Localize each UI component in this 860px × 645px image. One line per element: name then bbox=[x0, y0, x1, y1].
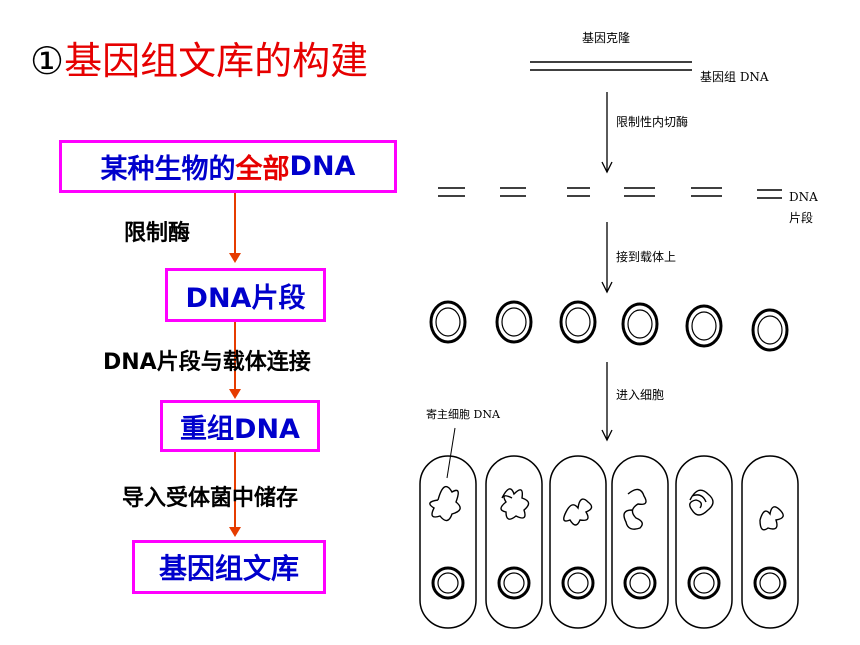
flow-arrow-1-head bbox=[229, 253, 241, 263]
flow-arrow-3 bbox=[234, 452, 236, 528]
host-cell-3 bbox=[549, 455, 607, 629]
box3-label: 重组DNA bbox=[180, 413, 300, 445]
flow-box-genomic-library: 基因组文库 bbox=[132, 540, 326, 594]
page-title: ①基因组文库的构建 bbox=[30, 30, 368, 85]
dna-fragments-row bbox=[438, 187, 782, 199]
host-cell-4 bbox=[611, 455, 669, 629]
host-dna-pointer bbox=[446, 427, 456, 479]
vector-rings-row bbox=[429, 300, 789, 352]
box1-suffix: DNA bbox=[289, 151, 356, 182]
host-cell-2 bbox=[485, 455, 543, 629]
host-cell-5 bbox=[675, 455, 733, 629]
flow-arrow-2-head bbox=[229, 389, 241, 399]
host-cell-6 bbox=[741, 455, 799, 629]
flow-arrow-1 bbox=[234, 193, 236, 253]
title-text: 基因组文库的构建 bbox=[64, 39, 369, 83]
box1-prefix: 某种生物的 bbox=[100, 154, 236, 185]
figure-arrow-2 bbox=[601, 222, 613, 294]
step-ligation: DNA片段与载体连接 bbox=[103, 350, 311, 375]
title-number: ① bbox=[30, 39, 65, 83]
host-cells-row bbox=[419, 455, 799, 629]
step-restriction-enzyme: 限制酶 bbox=[124, 221, 191, 246]
figure-step-cell: 进入细胞 bbox=[616, 388, 664, 402]
box4-label: 基因组文库 bbox=[158, 552, 299, 585]
fragment-label-line2: 片段 bbox=[789, 210, 813, 225]
flow-box-dna-fragment: DNA片段 bbox=[165, 268, 326, 322]
flow-arrow-3-head bbox=[229, 527, 241, 537]
fragment-label-line1: DNA bbox=[789, 190, 818, 204]
figure-step-vector: 接到载体上 bbox=[616, 249, 676, 264]
genomic-dna-label: 基因组 DNA bbox=[700, 70, 769, 84]
box1-highlight: 全部 bbox=[235, 154, 290, 185]
host-dna-label: 寄主细胞 DNA bbox=[426, 407, 501, 421]
figure-step-enzyme: 限制性内切酶 bbox=[616, 114, 688, 129]
figure-heading: 基因克隆 bbox=[582, 30, 630, 45]
figure-arrow-1 bbox=[601, 92, 613, 174]
host-cell-1 bbox=[419, 455, 477, 629]
genomic-dna-strand bbox=[530, 61, 692, 71]
flow-box-recombinant-dna: 重组DNA bbox=[160, 400, 320, 452]
figure-arrow-3 bbox=[601, 362, 613, 442]
box2-label: DNA片段 bbox=[185, 282, 306, 314]
flow-arrow-2 bbox=[234, 322, 236, 390]
step-transform: 导入受体菌中储存 bbox=[122, 486, 299, 511]
